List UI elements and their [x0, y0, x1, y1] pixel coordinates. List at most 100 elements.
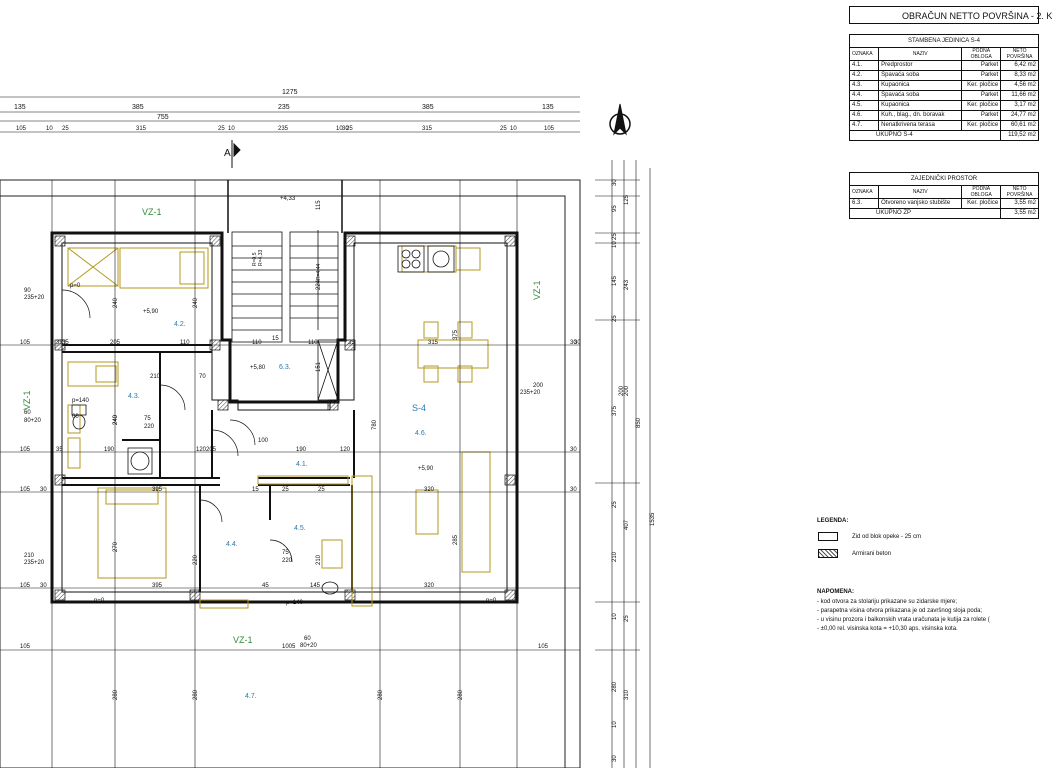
dimension-label: 395 [152, 487, 163, 493]
dimension-label: 315 [428, 340, 439, 346]
table-cell: 4.7. [848, 120, 880, 131]
table-cell: 4.1. [848, 60, 880, 71]
table-cell: Spavaća soba [878, 70, 963, 81]
dimension-label: 145 [612, 275, 618, 286]
col-header: NETO POVRŠINA [1000, 47, 1039, 61]
table-cell: 60,61 m2 [1000, 120, 1039, 131]
table-cell: 8,33 m2 [1000, 70, 1039, 81]
window-type-label: VZ-1 [233, 635, 253, 645]
table-cell: 4.4. [848, 90, 880, 101]
dimension-label: 105 [544, 126, 555, 132]
dimension-label: 407 [624, 519, 630, 530]
common-table-title: ZAJEDNIČKI PROSTOR [849, 172, 1039, 186]
dimension-label: 205 [206, 447, 217, 453]
dimension-label: 10 [612, 241, 618, 248]
dimension-label: 105 [20, 340, 31, 346]
dimension-label: 243 [624, 279, 630, 290]
table-cell: 24,77 m2 [1000, 110, 1039, 121]
dimension-label: 190 [296, 447, 307, 453]
dimension-label: 35 [348, 340, 355, 346]
terrace-boundary [0, 179, 581, 768]
note-line: - u visinu prozora i balkonskih vrata ur… [817, 617, 990, 623]
dimension-label: 235 [278, 126, 289, 132]
room-label: 4.1. [296, 461, 308, 468]
opening-note: 235+20 [24, 295, 45, 301]
dimension-label: 10 [228, 126, 235, 132]
dimension-label: 240 [193, 297, 199, 308]
col-header: PODNA OBLOGA [961, 47, 1002, 61]
opening-note: 80+20 [300, 643, 318, 649]
dimension-label: 45 [262, 583, 269, 589]
dimension-label: 210 [612, 551, 618, 562]
dimension-label: 35 [62, 340, 69, 346]
dimension-label: 35 [56, 447, 63, 453]
room-label: 4.2. [174, 321, 186, 328]
table-cell: Parket [961, 70, 1002, 81]
dimension-label: 240 [113, 414, 119, 425]
dimension-label: 1275 [282, 89, 298, 96]
page-title: OBRAČUN NETTO POVRŠINA - 2. K [849, 6, 1052, 24]
unit-label: S-4 [412, 403, 426, 413]
dimension-label: 115 [316, 200, 322, 210]
window-type-label: VZ-1 [142, 207, 162, 217]
dimension-label: 110 [308, 340, 318, 346]
col-header: OZNAKA [848, 47, 880, 61]
dimension-label: 30 [570, 487, 577, 493]
room-label: 4.5. [294, 525, 306, 532]
table-cell: 6,42 m2 [1000, 60, 1039, 71]
table-cell: 4,56 m2 [1000, 80, 1039, 91]
dimension-label: 25 [624, 615, 630, 622]
window-type-label: VZ-1 [532, 280, 542, 300]
unit-table-title: STAMBENA JEDINICA S-4 [849, 34, 1039, 48]
dimension-label: 190 [104, 447, 115, 453]
table-cell: 3,55 m2 [1000, 198, 1039, 209]
north-arrow-icon [609, 103, 631, 136]
dimension-label: 105 [20, 487, 31, 493]
opening-note: p=0 [70, 283, 81, 289]
table-cell: 3,17 m2 [1000, 100, 1039, 111]
sanitary-fixtures [71, 245, 455, 595]
common-total-value: 3,55 m2 [1000, 208, 1039, 219]
staircase [231, 230, 339, 401]
table-cell: Parket [961, 110, 1002, 121]
dimension-label: 105 [20, 644, 31, 650]
table-cell: Ker. pločice [961, 120, 1002, 131]
opening-note: p=140 [72, 398, 90, 404]
table-cell: Kupaonica [878, 80, 963, 91]
dimension-label: 280 [612, 681, 618, 692]
room-label: 4.3. [128, 393, 140, 400]
note-line: - parapetna visina otvora prikazana je o… [817, 608, 983, 614]
opening-note: 80+20 [24, 418, 42, 424]
table-cell: 4.2. [848, 70, 880, 81]
dimension-label: 385 [422, 104, 434, 111]
col-header: OZNAKA [848, 185, 880, 199]
dimension-label: 110 [252, 340, 262, 346]
dimension-label: 25 [346, 126, 353, 132]
exterior-walls [50, 180, 519, 604]
dimension-label: 135 [14, 104, 26, 111]
dimension-label: 315 [422, 126, 433, 132]
dimension-label: 10 [612, 721, 618, 728]
dimension-label: 35 [56, 340, 63, 346]
dimension-label: 10 [612, 613, 618, 620]
concrete-columns [54, 235, 516, 601]
dimension-label: 10 [510, 126, 517, 132]
dimension-label: 30 [570, 447, 577, 453]
dimension-label: 235 [278, 104, 290, 111]
col-header: NETO POVRŠINA [1000, 185, 1039, 199]
dimension-label: 240 [113, 297, 119, 308]
dimension-label: 25 [62, 126, 69, 132]
opening-note: 60 [24, 410, 31, 416]
section-mark: A [224, 148, 231, 159]
stair-note: R=4,33 [258, 250, 264, 266]
dimension-label: 15 [252, 487, 259, 493]
door-swings [61, 289, 293, 563]
dimension-label: 280 [193, 689, 199, 700]
